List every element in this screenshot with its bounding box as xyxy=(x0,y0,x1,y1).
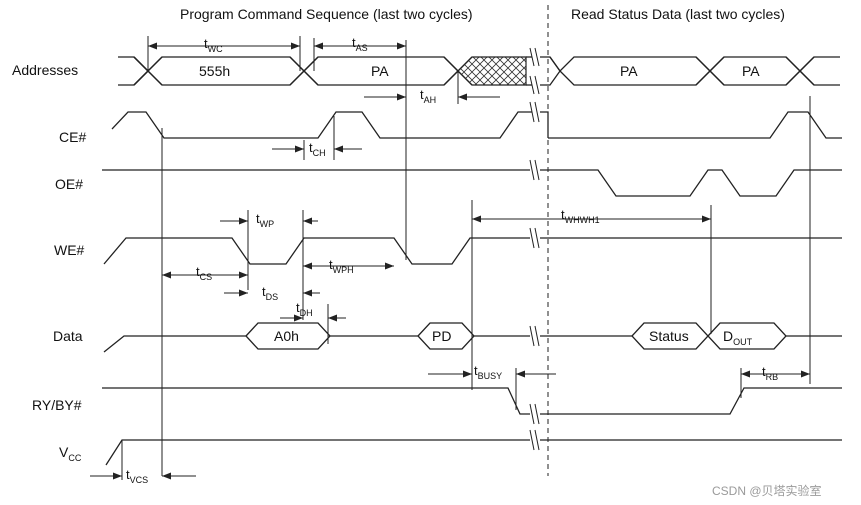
vcc-break xyxy=(529,429,540,451)
address-value-pa-3: PA xyxy=(742,63,760,79)
timing-label-twc: tWC xyxy=(204,36,223,54)
timing-label-tdh: tDH xyxy=(296,300,313,318)
signal-label-we: WE# xyxy=(54,242,85,258)
ryby-break xyxy=(529,403,540,425)
oe-break xyxy=(529,159,540,181)
we-waveform xyxy=(103,237,530,265)
watermark-text: CSDN @贝塔实验室 xyxy=(712,483,822,498)
we-break xyxy=(529,227,540,249)
signal-labels: Addresses CE# OE# WE# Data RY/BY# VCC xyxy=(12,62,86,463)
timing-label-twp: tWP xyxy=(256,211,274,229)
data-value-status: Status xyxy=(649,328,689,344)
timing-label-tvcs: tVCS xyxy=(126,467,148,485)
timing-label-twph: tWPH xyxy=(329,257,354,275)
reference-lines xyxy=(121,36,811,480)
oe-waveform-read xyxy=(540,169,842,197)
signal-label-ce: CE# xyxy=(59,129,86,145)
data-value-pd: PD xyxy=(432,328,451,344)
ryby-waveform xyxy=(102,387,530,415)
timing-label-tbusy: tBUSY xyxy=(474,363,502,381)
signal-label-data: Data xyxy=(53,328,83,344)
ce-break xyxy=(529,101,540,123)
signal-label-oe: OE# xyxy=(55,176,83,192)
signal-label-addresses: Addresses xyxy=(12,62,78,78)
timing-label-tch: tCH xyxy=(309,140,326,158)
timing-label-twhwh1: tWHWH1 xyxy=(561,207,600,225)
data-value-dout: DOUT xyxy=(723,328,753,347)
data-value-a0h: A0h xyxy=(274,328,299,344)
signal-label-ryby: RY/BY# xyxy=(32,397,82,413)
program-sequence-header: Program Command Sequence (last two cycle… xyxy=(180,6,473,22)
ryby-waveform-read xyxy=(540,387,842,415)
timing-label-trb: tRB xyxy=(762,364,778,382)
timing-label-tah: tAH xyxy=(420,87,436,105)
address-value-pa-2: PA xyxy=(620,63,638,79)
timing-label-tas: tAS xyxy=(352,35,368,53)
timing-label-tcs: tCS xyxy=(196,264,212,282)
address-value-pa-1: PA xyxy=(371,63,389,79)
vcc-waveform xyxy=(105,439,530,466)
ce-waveform-read xyxy=(540,111,842,139)
signal-label-vcc: VCC xyxy=(59,444,82,463)
address-value-555h: 555h xyxy=(199,63,230,79)
data-waveform xyxy=(103,322,842,353)
timing-label-tds: tDS xyxy=(262,284,278,302)
ce-waveform xyxy=(111,111,532,139)
read-status-header: Read Status Data (last two cycles) xyxy=(571,6,785,22)
